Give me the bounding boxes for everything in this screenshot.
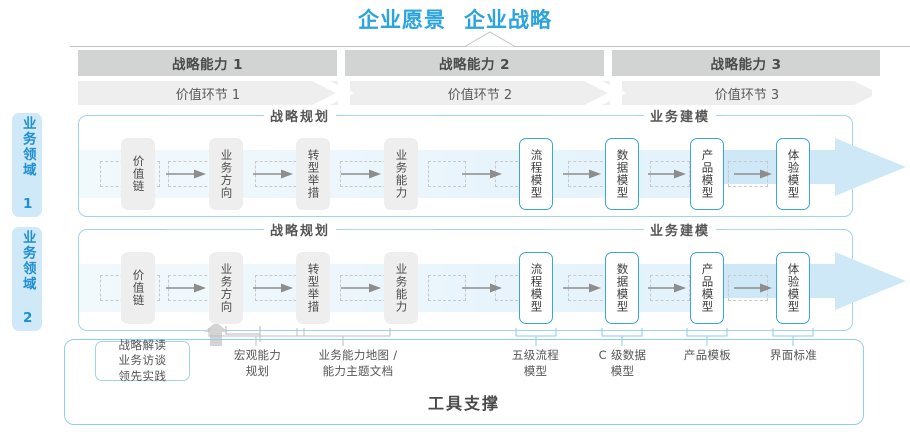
node-label: 数据模型 [615,263,630,313]
step-arrow-r1-4 [462,169,502,179]
capability-label-3: 战略能力 3 [710,57,782,73]
node-label: 业务方向 [219,263,234,313]
node-r2-data-model[interactable]: 数据模型 [605,252,639,324]
section-label-modeling-2: 业务建模 [643,219,716,239]
step-arrow-r2-4 [462,283,502,293]
title-connector [70,31,910,47]
title-vision: 企业愿景 [358,8,446,32]
section-label-planning-2: 战略规划 [263,219,336,239]
node-r2-process-model[interactable]: 流程模型 [519,252,553,324]
domain-tab-1[interactable]: 业务领域 1 [12,113,42,217]
step-arrow-r2-2 [253,283,293,293]
tool-ui-standard: 界面标准 [751,348,836,364]
node-r2-business-capability[interactable]: 业务能力 [384,252,418,324]
capability-label-2: 战略能力 2 [438,57,511,73]
step-arrow-r2-7 [734,283,772,293]
tool-label-5: 产品模板 [683,348,732,362]
section-caption-modeling-2: 业务建模 [530,219,830,239]
step-arrow-r2-6 [648,283,686,293]
tool-label-4: C 级数据模型 [598,348,647,378]
node-r1-product-model[interactable]: 产品模型 [690,138,724,210]
node-label: 转型举措 [306,149,321,199]
node-r2-transformation-initiative[interactable]: 转型举措 [296,252,330,324]
diagram-title: 企业愿景企业战略 [0,4,910,34]
node-r1-transformation-initiative[interactable]: 转型举措 [296,138,330,210]
node-label: 价值链 [131,155,146,193]
value-segment-label-3: 价值环节 3 [714,87,780,103]
node-r1-process-model[interactable]: 流程模型 [519,138,553,210]
value-chain-chevrons [312,81,890,105]
step-arrow-r1-3 [341,169,381,179]
capability-bar-3: 战略能力 3 [612,50,880,76]
section-label-planning-1: 战略规划 [263,105,336,125]
node-r1-business-direction[interactable]: 业务方向 [209,138,243,210]
tool-five-level-process-model: 五级流程模型 [493,348,578,379]
tool-label-3: 五级流程模型 [511,348,560,378]
tool-label-2: 业务能力地图 /能力主题文档 [318,348,398,378]
node-r1-value-chain[interactable]: 价值链 [121,138,155,210]
tool-macro-capability-plan: 宏观能力规划 [205,348,310,379]
node-label: 价值链 [131,269,146,307]
step-arrow-r2-5 [563,283,601,293]
node-label: 业务能力 [394,149,409,199]
capability-label-1: 战略能力 1 [171,57,244,73]
tool-capability-map-docs: 业务能力地图 /能力主题文档 [293,348,423,379]
node-label: 业务能力 [394,263,409,313]
step-arrow-r1-6 [648,169,686,179]
step-arrow-r1-7 [734,169,772,179]
value-chain-band: 价值环节 1 价值环节 2 价值环节 3 [78,81,890,105]
tool-label-1: 宏观能力规划 [233,348,282,378]
node-r2-business-direction[interactable]: 业务方向 [209,252,243,324]
section-caption-modeling-1: 业务建模 [530,105,830,125]
node-r1-data-model[interactable]: 数据模型 [605,138,639,210]
node-label: 业务方向 [219,149,234,199]
node-r2-product-model[interactable]: 产品模型 [690,252,724,324]
placeholder-box-r1-e [428,161,466,187]
tool-c-level-data-model: C 级数据模型 [580,348,665,379]
section-caption-planning-2: 战略规划 [150,219,450,239]
section-caption-planning-1: 战略规划 [150,105,450,125]
node-label: 数据模型 [615,149,630,199]
capability-bar-2: 战略能力 2 [345,50,604,76]
node-r2-experience-model[interactable]: 体验模型 [776,252,810,324]
value-segment-3: 价值环节 3 [622,81,872,105]
node-label: 产品模型 [700,149,715,199]
tool-support-title: 工具支撑 [427,394,500,413]
step-arrow-r1-5 [563,169,601,179]
node-label: 流程模型 [529,149,544,199]
node-label: 体验模型 [786,149,801,199]
value-segment-label-2: 价值环节 2 [447,87,513,103]
tool-strategy-interpretation: 战略解读业务访谈领先实践 [95,338,190,383]
step-arrow-r1-1 [166,169,206,179]
domain-tab-2[interactable]: 业务领域 2 [12,227,42,331]
node-r1-experience-model[interactable]: 体验模型 [776,138,810,210]
value-segment-label-1: 价值环节 1 [175,87,241,103]
tool-support-container [64,339,864,425]
tool-leaders [204,324,814,346]
domain-label-1: 业务领域 1 [19,116,36,214]
step-arrow-r1-2 [253,169,293,179]
node-label: 转型举措 [306,263,321,313]
node-r1-business-capability[interactable]: 业务能力 [384,138,418,210]
domain-label-2: 业务领域 2 [19,230,36,328]
node-r2-value-chain[interactable]: 价值链 [121,252,155,324]
tool-label-0: 战略解读业务访谈领先实践 [118,337,167,383]
placeholder-box-r2-e [428,275,466,301]
node-label: 体验模型 [786,263,801,313]
title-strategy: 企业战略 [464,8,552,32]
tool-label-6: 界面标准 [769,348,818,362]
value-segment-1: 价值环节 1 [78,81,338,105]
capability-bar-1: 战略能力 1 [78,50,337,76]
tool-product-template: 产品模板 [665,348,750,364]
node-label: 流程模型 [529,263,544,313]
section-label-modeling-1: 业务建模 [643,105,716,125]
value-segment-2: 价值环节 2 [350,81,610,105]
step-arrow-r2-3 [341,283,381,293]
step-arrow-r2-1 [166,283,206,293]
node-label: 产品模型 [700,263,715,313]
